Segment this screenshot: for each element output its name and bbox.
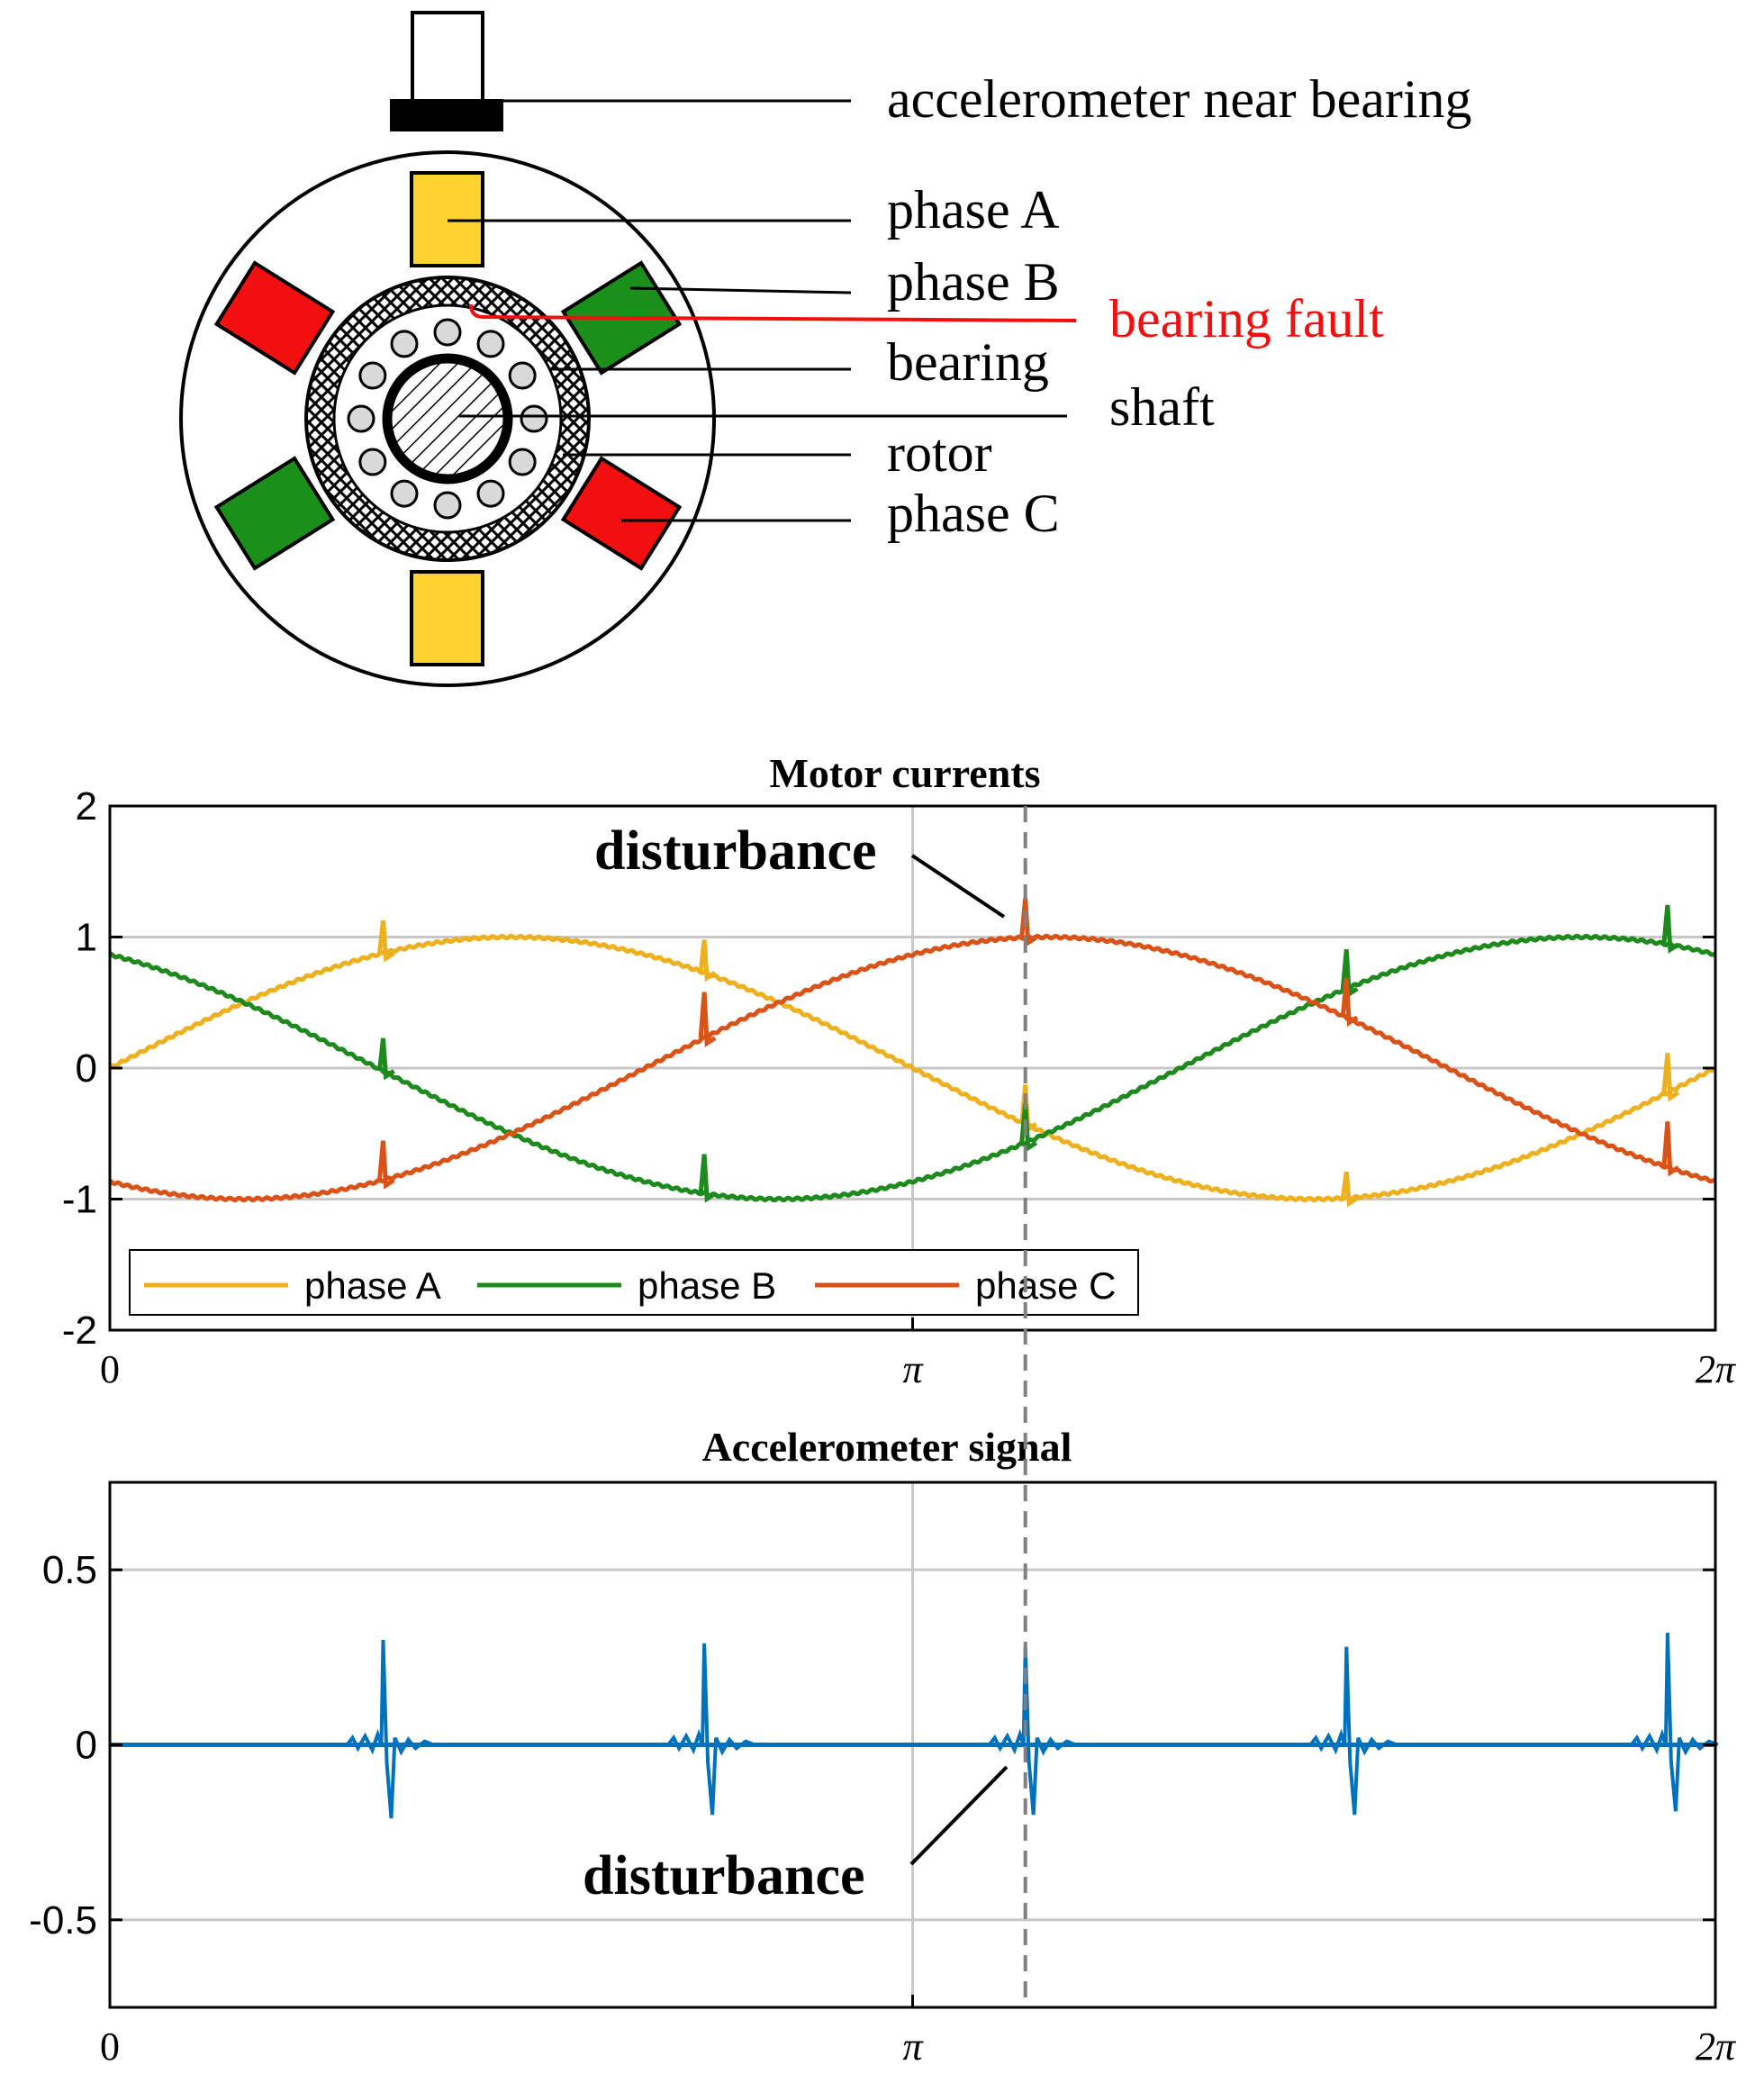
bearing-ball	[390, 330, 419, 358]
accelerometer-chart: Accelerometer signal 0.5 0 -0.5 0 π 2π distur…	[29, 1424, 1737, 2069]
bearing-ball	[476, 330, 505, 358]
series-line-phase-c	[108, 933, 1716, 1203]
disturbance-spike	[377, 919, 395, 963]
phase-c-pole-upper-left	[213, 260, 336, 376]
bearing-ball	[347, 404, 375, 433]
y-tick-label: 1	[76, 916, 97, 960]
bearing-ball	[358, 448, 387, 476]
y-tick-label: 0.5	[42, 1548, 97, 1592]
label-bearing-fault: bearing fault	[1109, 289, 1384, 349]
phase-b-pole-lower-left	[213, 456, 336, 571]
disturbance-spike	[377, 1037, 395, 1081]
bearing-ball	[508, 448, 537, 476]
x-tick-label: 0	[100, 2024, 120, 2069]
accelerometer-base	[390, 99, 503, 131]
bearing-ball	[520, 404, 548, 433]
label-accelerometer: accelerometer near bearing	[887, 69, 1472, 129]
accelerometer-burst	[988, 1646, 1077, 1816]
phase-a-pole-bottom	[410, 570, 484, 666]
phase-c-pole-lower-right	[560, 456, 683, 571]
accelerometer-burst	[1308, 1646, 1398, 1816]
disturbance-spike	[698, 1154, 717, 1203]
x-tick-label: 0	[100, 1347, 120, 1391]
y-tick-label: 0	[76, 1724, 97, 1768]
disturbance-pointer-bottom	[909, 1765, 1009, 1866]
bearing-ball	[358, 361, 387, 390]
disturbance-spike	[1340, 977, 1359, 1028]
label-rotor: rotor	[887, 423, 992, 483]
label-phase-c: phase C	[887, 484, 1060, 543]
disturbance-spike	[1661, 904, 1680, 954]
y-tick-label: 2	[76, 784, 97, 829]
series-line-phase-a	[108, 933, 1717, 1203]
motor-diagram: accelerometer near bearing phase A phase…	[179, 11, 1472, 687]
disturbance-spike	[377, 1140, 395, 1190]
shaft	[382, 353, 513, 485]
disturbance-spike	[1661, 1053, 1680, 1102]
bearing-ball	[508, 361, 537, 390]
disturbance-spike	[698, 939, 717, 983]
y-tick-label: -1	[62, 1178, 97, 1222]
legend-label-phase-c: phase C	[975, 1264, 1116, 1307]
chart-title: Motor currents	[769, 750, 1040, 796]
accelerometer-burst	[666, 1643, 755, 1816]
disturbance-spike	[698, 992, 717, 1047]
bearing-ball	[390, 479, 419, 508]
label-phase-a: phase A	[887, 180, 1060, 240]
plot-frame	[108, 804, 1717, 1332]
accelerometer-burst	[1630, 1633, 1719, 1812]
x-tick-label: 2π	[1696, 2024, 1737, 2069]
y-tick-label: -0.5	[29, 1898, 97, 1943]
plot-frame	[108, 1481, 1717, 2009]
bearing-ball	[433, 491, 462, 520]
bearing-balls	[347, 318, 548, 520]
disturbance-spike	[1340, 948, 1359, 999]
accelerometer-body	[411, 11, 484, 104]
legend-label-phase-a: phase A	[304, 1264, 441, 1307]
label-phase-b: phase B	[887, 252, 1060, 312]
bearing-ball	[433, 318, 462, 347]
disturbance-spike	[1340, 1171, 1359, 1208]
bearing-fault-leader	[469, 303, 1077, 322]
x-tick-label: π	[902, 2024, 924, 2069]
legend-label-phase-b: phase B	[638, 1264, 776, 1307]
disturbance-spike	[1661, 1121, 1680, 1177]
label-bearing: bearing	[887, 332, 1049, 392]
legend: phase A phase B phase C	[129, 1249, 1139, 1316]
disturbance-pointer-top	[910, 854, 1006, 919]
disturbance-annotation-bottom: disturbance	[583, 1845, 864, 1906]
disturbance-annotation-top: disturbance	[594, 820, 876, 882]
y-tick-label: 0	[76, 1046, 97, 1091]
label-shaft: shaft	[1109, 377, 1215, 437]
bearing-ball	[476, 479, 505, 508]
accelerometer-burst	[345, 1639, 435, 1819]
chart-title: Accelerometer signal	[702, 1424, 1072, 1470]
series-line-phase-b	[109, 933, 1716, 1203]
x-tick-label: π	[902, 1347, 924, 1391]
x-tick-label: 2π	[1696, 1347, 1737, 1391]
y-tick-label: -2	[62, 1309, 97, 1353]
